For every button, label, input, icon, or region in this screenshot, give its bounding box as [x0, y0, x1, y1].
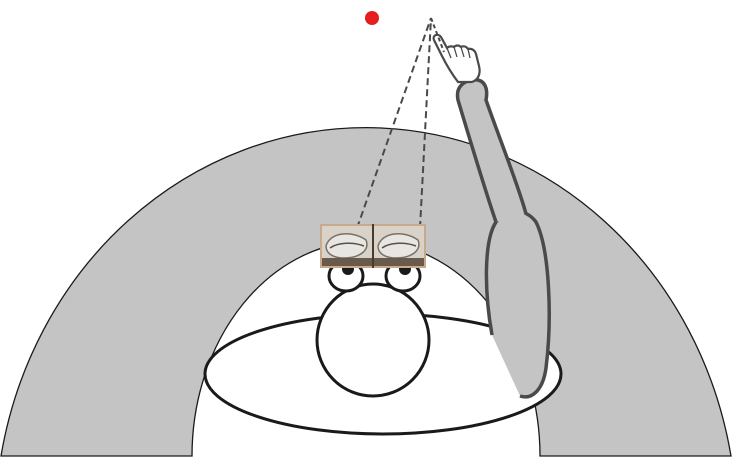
stereo-headset-display-icon — [320, 224, 426, 268]
pointing-hand-icon — [434, 35, 480, 82]
head — [317, 284, 429, 396]
red-dot-icon — [365, 11, 379, 25]
